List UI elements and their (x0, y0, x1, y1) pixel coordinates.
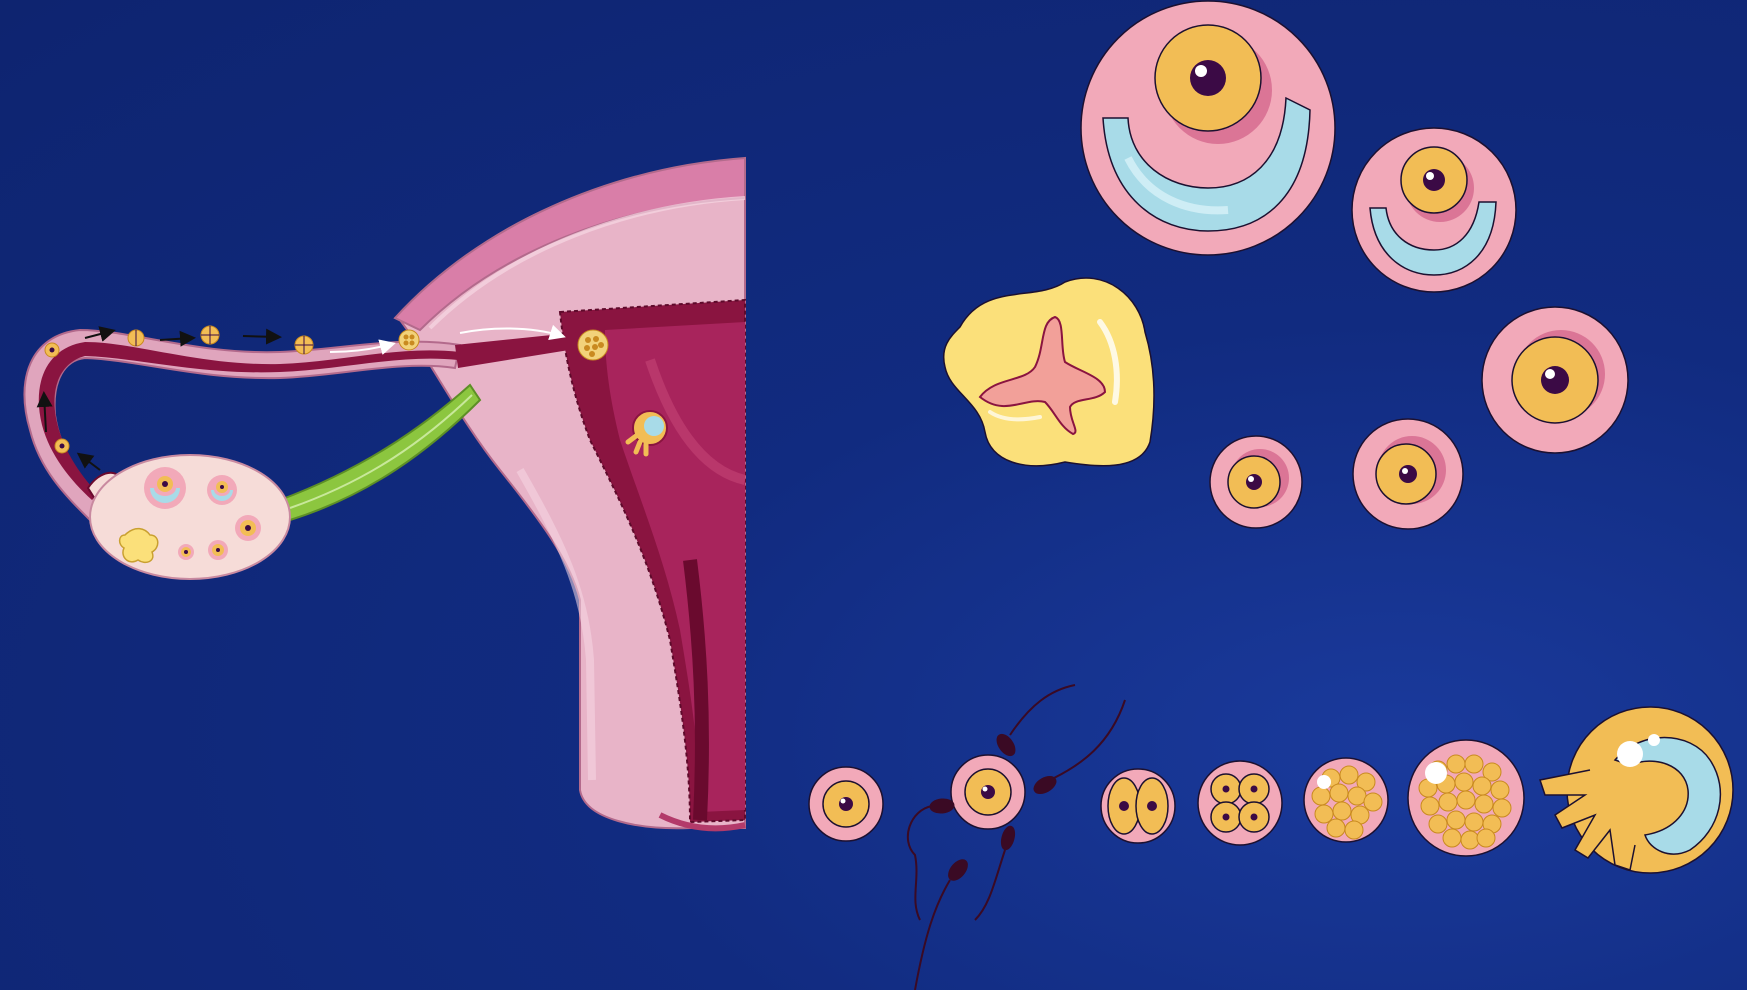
ovary-follicle (144, 467, 186, 509)
two-cell (1101, 769, 1175, 843)
early-antral-follicle (1352, 128, 1516, 292)
ovary-body (90, 455, 290, 579)
implanting-blastocyst (1540, 707, 1733, 873)
primary-follicle (1353, 419, 1463, 529)
oocyte (809, 767, 883, 841)
late-morula (1408, 740, 1524, 856)
folliculogenesis (944, 1, 1628, 529)
ovary (90, 455, 290, 579)
sperm-cells (908, 685, 1125, 990)
mature-graafian-follicle (1081, 1, 1335, 255)
fertilization-sequence (809, 685, 1733, 990)
corpus-luteum (944, 278, 1154, 466)
secondary-follicle (1482, 307, 1628, 453)
ovarian-ligament (280, 385, 480, 520)
four-cell (1198, 761, 1282, 845)
primordial-follicle (1210, 436, 1302, 528)
morula (1304, 758, 1388, 842)
fertilization (951, 755, 1025, 829)
uterus (395, 158, 745, 828)
